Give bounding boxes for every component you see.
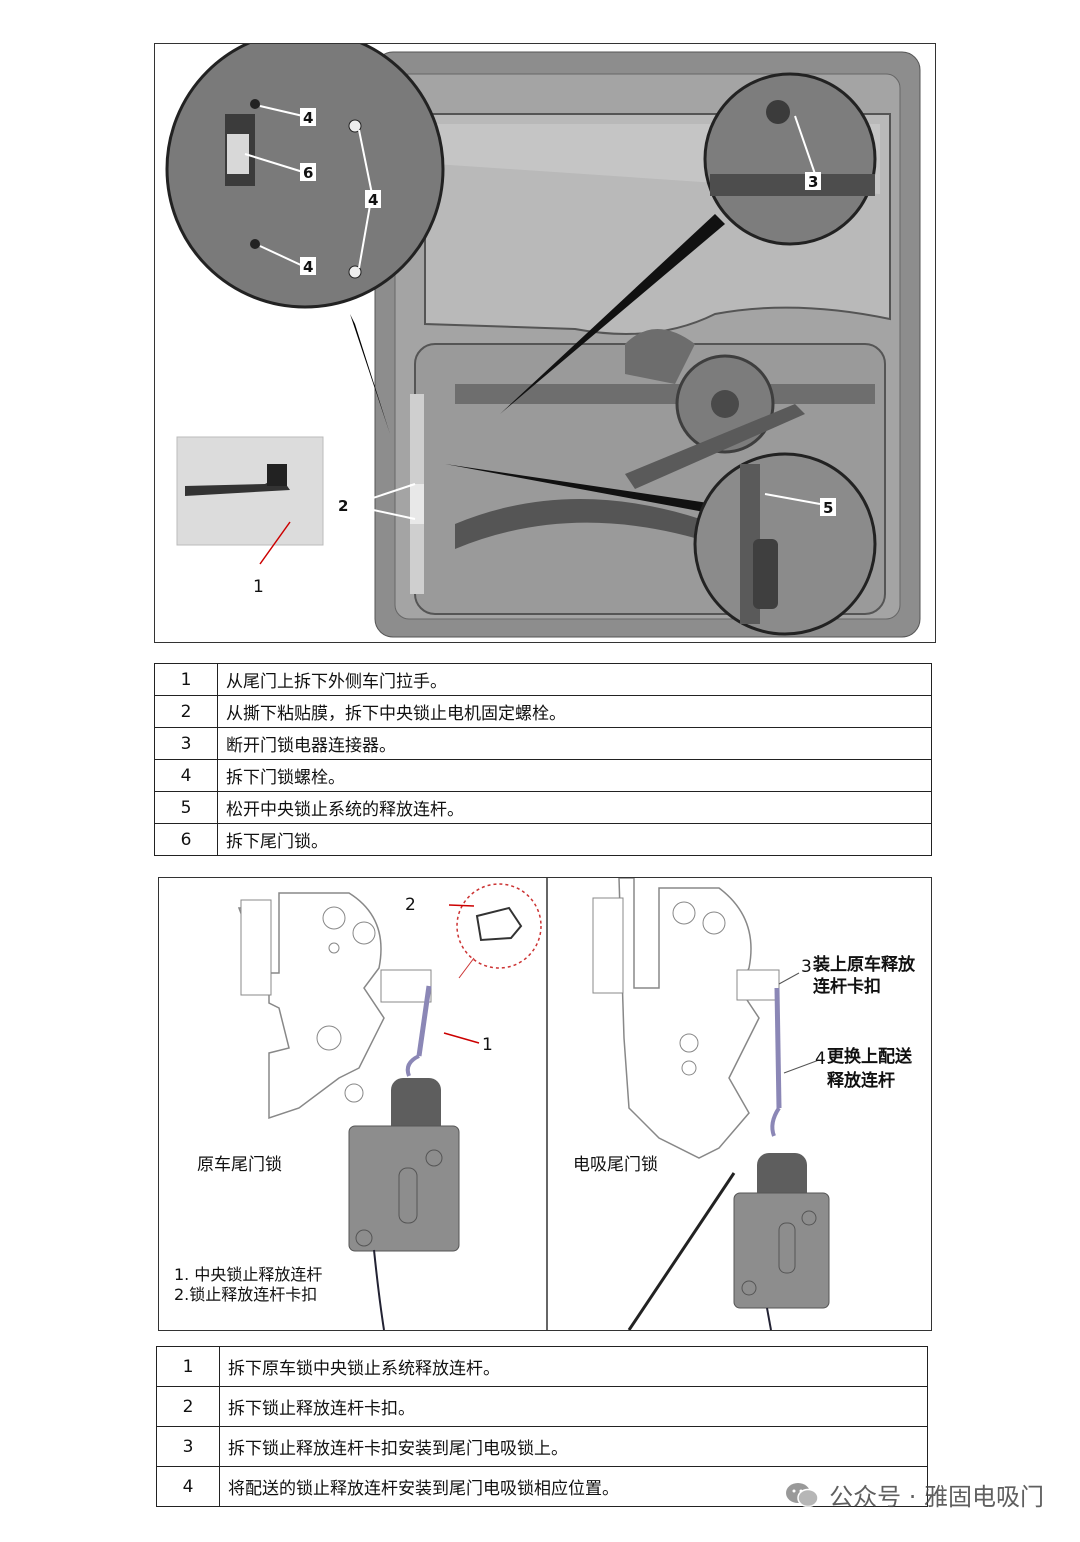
callout-3-label-line1: 装上原车释放 (812, 954, 916, 975)
callout-6: 6 (300, 163, 316, 182)
callout-1: 1 (482, 1035, 493, 1055)
watermark-text: 公众号 · 雅固电吸门 (829, 1483, 1044, 1511)
callout-5: 5 (820, 498, 836, 517)
callout-4-label-line2: 释放连杆 (827, 1070, 895, 1091)
svg-text:5: 5 (823, 499, 833, 517)
svg-text:6: 6 (303, 164, 313, 182)
svg-text:4: 4 (303, 109, 313, 127)
callout-3-label-line2: 连杆卡扣 (813, 976, 881, 997)
svg-text:4: 4 (368, 191, 378, 209)
svg-text:2: 2 (338, 497, 348, 515)
svg-text:4: 4 (303, 258, 313, 276)
callout-4-label-line1: 更换上配送 (827, 1046, 913, 1067)
door-panel-figure: 4 6 4 4 3 5 2 1 (154, 29, 936, 643)
callout-1: 1 (253, 577, 264, 597)
callout-4-bottom: 4 (300, 257, 316, 276)
legend-item-1: 1. 中央锁止释放连杆 (174, 1265, 322, 1284)
electric-lock-title: 电吸尾门锁 (573, 1155, 658, 1175)
callout-3: 3 (805, 172, 821, 191)
callout-2: 2 (405, 895, 416, 915)
callout-2: 2 (335, 496, 351, 515)
lock-comparison-illustration: 2 1 原车尾门锁 1. 中央锁止释放连杆 2.锁止释放连杆卡扣 电吸尾门锁 3… (174, 877, 916, 1331)
callout-4-right: 4 (365, 190, 381, 209)
svg-text:3: 3 (808, 173, 818, 191)
watermark: 公众号 · 雅固电吸门 (785, 1477, 1044, 1512)
door-panel-illustration: 4 6 4 4 3 5 2 1 (165, 29, 921, 638)
callout-4-top: 4 (300, 108, 316, 127)
electric-lock-drawing (592, 877, 830, 1331)
legend-item-2: 2.锁止释放连杆卡扣 (174, 1285, 317, 1304)
original-lock-title: 原车尾门锁 (197, 1155, 282, 1175)
wechat-icon (785, 1482, 819, 1508)
callout-3-number: 3 (801, 957, 812, 977)
callout-4-number: 4 (815, 1049, 826, 1069)
original-lock-drawing (237, 883, 542, 1331)
lock-comparison-figure: 2 1 原车尾门锁 1. 中央锁止释放连杆 2.锁止释放连杆卡扣 电吸尾门锁 3… (158, 877, 932, 1331)
